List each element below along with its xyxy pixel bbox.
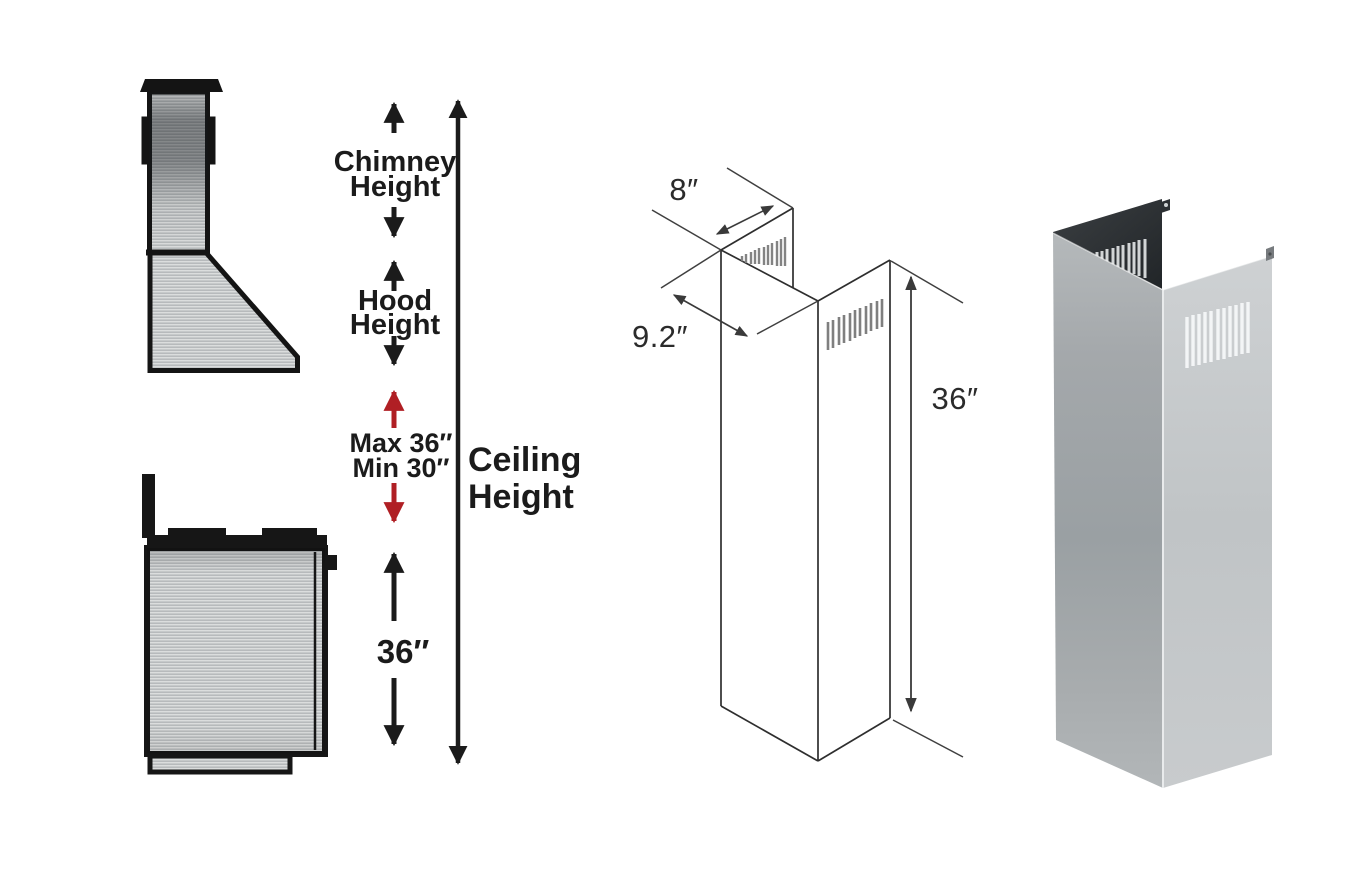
range-side-profile-drawing: [142, 474, 337, 775]
photo-back-panel-vents: [1095, 239, 1147, 278]
max-36-label: Max 36″: [350, 428, 453, 458]
photo-left-face: [1053, 233, 1163, 788]
photo-right-face-vents: [1185, 302, 1250, 368]
depth-9-2in-label: 9.2″: [632, 319, 688, 354]
photo-right-face: [1163, 256, 1272, 788]
dimension-extension-lines: [651, 167, 964, 758]
hood-height-label-line2: Height: [350, 309, 441, 341]
range-knob-left: [168, 528, 226, 536]
hood-body: [147, 249, 300, 373]
mounting-bracket-right: [208, 116, 216, 165]
ceiling-height-label-line1: Ceiling: [468, 441, 581, 479]
ceiling-height-label-line2: Height: [468, 478, 574, 516]
measurement-annotations: Chimney Height Hood Height Max 36″ Min 3…: [334, 99, 581, 765]
chimney-cap: [140, 79, 223, 92]
chimney-height-label-line1: Chimney: [334, 146, 456, 178]
range-shading: [147, 548, 325, 754]
photo-top-fold-highlight: [1052, 232, 1164, 291]
chimney-shading: [149, 92, 208, 252]
isometric-extension-drawing: 8″ 9.2″ 36″: [632, 167, 979, 762]
range-drawer: [147, 753, 293, 775]
extension-column-outline: [720, 249, 891, 762]
photo-right-face-screw-hole: [1268, 252, 1272, 256]
min-30-label: Min 30″: [353, 453, 450, 483]
range-handle: [325, 555, 337, 570]
range-backsplash: [142, 474, 155, 538]
column-vent-slots: [826, 299, 884, 350]
chimney-height-label-line2: Height: [350, 171, 441, 203]
hood-side-profile-drawing: [140, 79, 300, 373]
extension-product-photo: [1052, 199, 1274, 788]
range-cooktop-band: [147, 535, 327, 548]
back-panel-vent-slots: [740, 237, 787, 266]
range-36-label: 36″: [377, 633, 430, 670]
depth-9-2in-arrow: [672, 294, 749, 337]
range-knob-right: [262, 528, 317, 536]
mounting-bracket-left: [141, 116, 149, 165]
height-36in-label: 36″: [932, 381, 979, 416]
photo-back-panel-screw-hole: [1164, 203, 1168, 207]
hood-height-label-line1: Hood: [358, 285, 432, 317]
width-8in-label: 8″: [669, 172, 698, 207]
width-8in-arrow: [715, 205, 775, 235]
photo-right-top-edge-highlight: [1162, 255, 1273, 291]
dimension-arrows: [672, 205, 917, 713]
